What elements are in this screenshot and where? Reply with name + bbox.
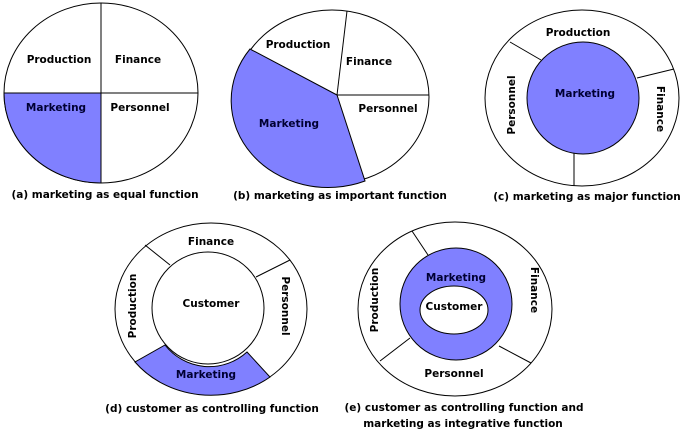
- label-marketing: Marketing: [176, 369, 236, 381]
- divider: [636, 68, 675, 79]
- diagram-d-marketing-segment: [134, 344, 271, 396]
- diagram-a: Production Finance Marketing Personnel (…: [3, 2, 199, 201]
- divider: [411, 230, 429, 256]
- label-production: Production: [546, 27, 611, 39]
- label-marketing: Marketing: [555, 88, 615, 100]
- label-marketing: Marketing: [26, 102, 86, 114]
- divider: [498, 345, 532, 364]
- label-personnel: Personnel: [110, 102, 169, 114]
- label-production: Production: [27, 54, 92, 66]
- label-production: Production: [266, 39, 331, 51]
- label-production: Production: [369, 268, 381, 333]
- diagram-e: Marketing Customer Production Finance Pe…: [345, 221, 584, 430]
- caption-b: (b) marketing as important function: [233, 190, 447, 202]
- caption-e-line1: (e) customer as controlling function and: [345, 402, 584, 414]
- divider: [144, 244, 171, 266]
- diagram-a-marketing-segment: [3, 92, 102, 184]
- caption-d: (d) customer as controlling function: [105, 403, 319, 415]
- diagram-b: Production Finance Marketing Personnel (…: [230, 9, 447, 202]
- caption-c: (c) marketing as major function: [493, 191, 680, 203]
- label-personnel: Personnel: [358, 103, 417, 115]
- diagram-e-customer-core: [419, 285, 489, 335]
- label-customer: Customer: [426, 301, 484, 313]
- diagram-d-customer-core: [151, 251, 265, 365]
- label-customer: Customer: [183, 298, 241, 310]
- caption-a: (a) marketing as equal function: [11, 189, 198, 201]
- label-personnel: Personnel: [506, 75, 518, 134]
- divider: [509, 41, 542, 61]
- label-personnel: Personnel: [424, 368, 483, 380]
- label-marketing: Marketing: [259, 118, 319, 130]
- diagram-d: Finance Customer Production Personnel Ma…: [105, 222, 319, 415]
- label-finance: Finance: [115, 54, 161, 66]
- label-finance: Finance: [528, 267, 540, 313]
- diagram-c-marketing-core: [526, 41, 640, 155]
- diagram-b-marketing-segment: [230, 48, 366, 188]
- diagram-c: Production Marketing Personnel Finance (…: [484, 9, 681, 203]
- divider: [379, 337, 411, 362]
- label-finance: Finance: [654, 86, 666, 132]
- caption-e-line2: marketing as integrative function: [363, 418, 563, 430]
- divider: [255, 259, 291, 278]
- divider: [336, 10, 348, 96]
- label-finance: Finance: [188, 236, 234, 248]
- label-finance: Finance: [346, 56, 392, 68]
- label-production: Production: [127, 274, 139, 339]
- label-personnel: Personnel: [279, 276, 291, 335]
- label-marketing: Marketing: [426, 272, 486, 284]
